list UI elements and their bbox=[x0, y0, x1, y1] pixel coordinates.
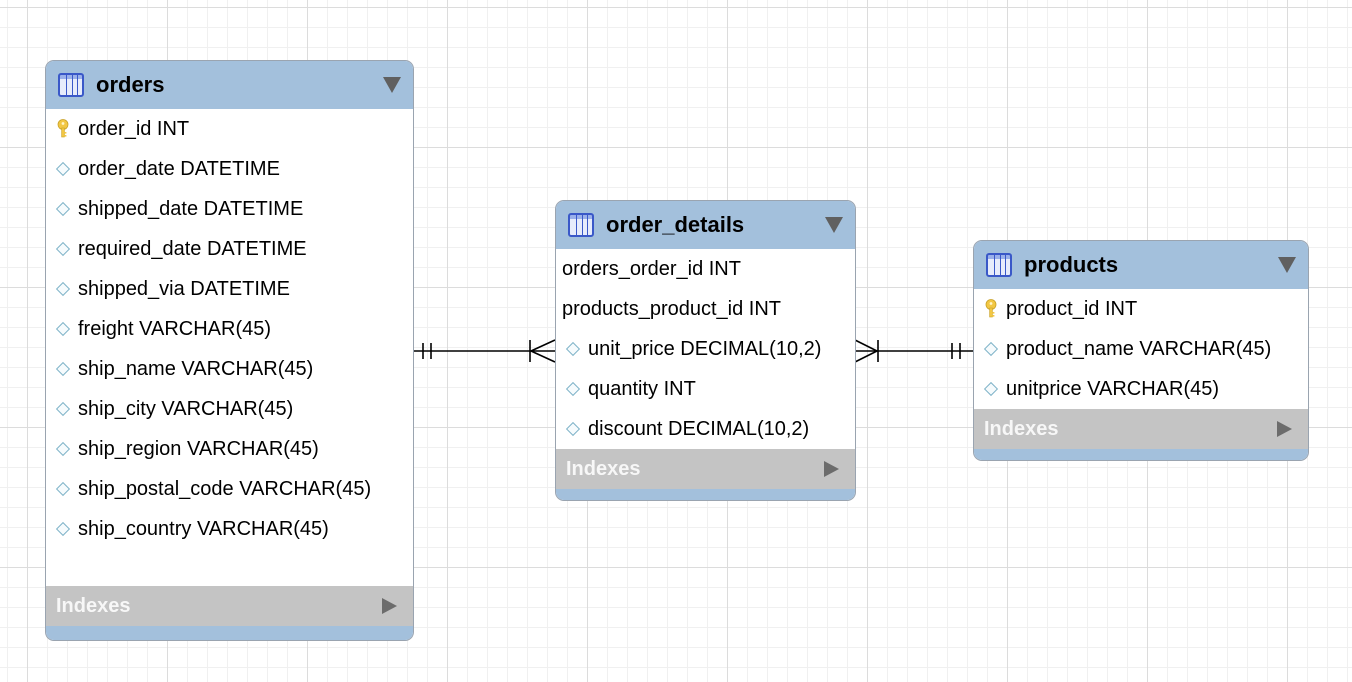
column-row[interactable]: product_id INT bbox=[974, 289, 1308, 329]
table-name: products bbox=[1024, 252, 1119, 277]
column-label: orders_order_id INT bbox=[562, 257, 741, 280]
column-row[interactable]: quantity INT bbox=[556, 369, 855, 409]
collapse-toggle-icon[interactable] bbox=[1278, 257, 1296, 273]
column-diamond-icon bbox=[50, 278, 76, 300]
indexes-label: Indexes bbox=[566, 457, 641, 480]
column-label: products_product_id INT bbox=[562, 297, 782, 320]
column-label: shipped_date DATETIME bbox=[78, 197, 304, 220]
column-diamond-icon bbox=[50, 198, 76, 220]
table-orders[interactable]: orders order_id INT order_date DATETIME sh… bbox=[45, 60, 414, 641]
table-name: orders bbox=[96, 72, 165, 97]
column-diamond-icon bbox=[50, 358, 76, 380]
table-products[interactable]: products product_id INT product_name VARC… bbox=[973, 240, 1309, 461]
table-icon bbox=[986, 253, 1012, 277]
expand-arrow-icon[interactable] bbox=[1277, 421, 1292, 437]
indexes-label: Indexes bbox=[56, 594, 131, 617]
column-list: product_id INT product_name VARCHAR(45) un… bbox=[974, 289, 1308, 409]
column-row[interactable]: shipped_date DATETIME bbox=[46, 189, 413, 229]
column-row[interactable]: required_date DATETIME bbox=[46, 229, 413, 269]
indexes-section[interactable]: Indexes bbox=[974, 409, 1308, 449]
table-footer bbox=[46, 626, 413, 640]
primary-key-icon bbox=[50, 118, 76, 140]
table-name: order_details bbox=[606, 212, 745, 237]
column-diamond-icon bbox=[560, 418, 586, 440]
column-row[interactable]: order_id INT bbox=[46, 109, 413, 149]
column-diamond-icon bbox=[50, 318, 76, 340]
relationship-products-order-details[interactable] bbox=[854, 339, 973, 363]
column-diamond-icon bbox=[50, 438, 76, 460]
primary-key-icon bbox=[978, 298, 1004, 320]
table-header[interactable]: products bbox=[974, 241, 1308, 289]
column-label: order_date DATETIME bbox=[78, 157, 280, 180]
column-diamond-icon bbox=[50, 478, 76, 500]
column-label: order_id INT bbox=[78, 117, 190, 140]
column-diamond-icon bbox=[978, 338, 1004, 360]
table-header[interactable]: order_details bbox=[556, 201, 855, 249]
column-row[interactable]: freight VARCHAR(45) bbox=[46, 309, 413, 349]
column-diamond-icon bbox=[50, 158, 76, 180]
table-footer bbox=[974, 449, 1308, 460]
column-label: shipped_via DATETIME bbox=[78, 277, 290, 300]
table-icon bbox=[58, 73, 84, 97]
table-icon bbox=[568, 213, 594, 237]
column-row[interactable]: ship_city VARCHAR(45) bbox=[46, 389, 413, 429]
column-label: product_name VARCHAR(45) bbox=[1006, 337, 1272, 360]
column-row[interactable]: product_name VARCHAR(45) bbox=[974, 329, 1308, 369]
column-diamond-icon bbox=[50, 518, 76, 540]
column-label: ship_name VARCHAR(45) bbox=[78, 357, 314, 380]
column-row[interactable]: unit_price DECIMAL(10,2) bbox=[556, 329, 855, 369]
column-label: product_id INT bbox=[1006, 297, 1138, 320]
column-row[interactable]: shipped_via DATETIME bbox=[46, 269, 413, 309]
column-label: freight VARCHAR(45) bbox=[78, 317, 272, 340]
column-row[interactable]: ship_name VARCHAR(45) bbox=[46, 349, 413, 389]
column-row[interactable]: ship_country VARCHAR(45) bbox=[46, 509, 413, 549]
relationship-orders-order-details[interactable] bbox=[414, 339, 556, 363]
column-label: ship_region VARCHAR(45) bbox=[78, 437, 319, 460]
table-order-details[interactable]: order_details orders_order_id INT product… bbox=[555, 200, 856, 501]
column-row[interactable]: products_product_id INT bbox=[556, 289, 855, 329]
column-row[interactable]: discount DECIMAL(10,2) bbox=[556, 409, 855, 449]
column-diamond-icon bbox=[560, 378, 586, 400]
indexes-label: Indexes bbox=[984, 417, 1059, 440]
table-header[interactable]: orders bbox=[46, 61, 413, 109]
collapse-toggle-icon[interactable] bbox=[383, 77, 401, 93]
expand-arrow-icon[interactable] bbox=[382, 598, 397, 614]
column-list: order_id INT order_date DATETIME shipped_d… bbox=[46, 109, 413, 586]
column-label: ship_postal_code VARCHAR(45) bbox=[78, 477, 372, 500]
collapse-toggle-icon[interactable] bbox=[825, 217, 843, 233]
column-row[interactable]: order_date DATETIME bbox=[46, 149, 413, 189]
column-label: ship_city VARCHAR(45) bbox=[78, 397, 294, 420]
indexes-section[interactable]: Indexes bbox=[46, 586, 413, 626]
column-label: unitprice VARCHAR(45) bbox=[1006, 377, 1220, 400]
column-list: orders_order_id INT products_product_id I… bbox=[556, 249, 855, 449]
column-diamond-icon bbox=[50, 398, 76, 420]
column-row[interactable]: ship_region VARCHAR(45) bbox=[46, 429, 413, 469]
column-label: ship_country VARCHAR(45) bbox=[78, 517, 329, 540]
indexes-section[interactable]: Indexes bbox=[556, 449, 855, 489]
expand-arrow-icon[interactable] bbox=[824, 461, 839, 477]
column-row[interactable]: unitprice VARCHAR(45) bbox=[974, 369, 1308, 409]
column-label: required_date DATETIME bbox=[78, 237, 307, 260]
column-label: quantity INT bbox=[588, 377, 696, 400]
column-row[interactable]: orders_order_id INT bbox=[556, 249, 855, 289]
column-label: unit_price DECIMAL(10,2) bbox=[588, 337, 822, 360]
column-diamond-icon bbox=[50, 238, 76, 260]
table-footer bbox=[556, 489, 855, 500]
column-row[interactable]: ship_postal_code VARCHAR(45) bbox=[46, 469, 413, 509]
column-diamond-icon bbox=[560, 338, 586, 360]
column-diamond-icon bbox=[978, 378, 1004, 400]
column-label: discount DECIMAL(10,2) bbox=[588, 417, 810, 440]
